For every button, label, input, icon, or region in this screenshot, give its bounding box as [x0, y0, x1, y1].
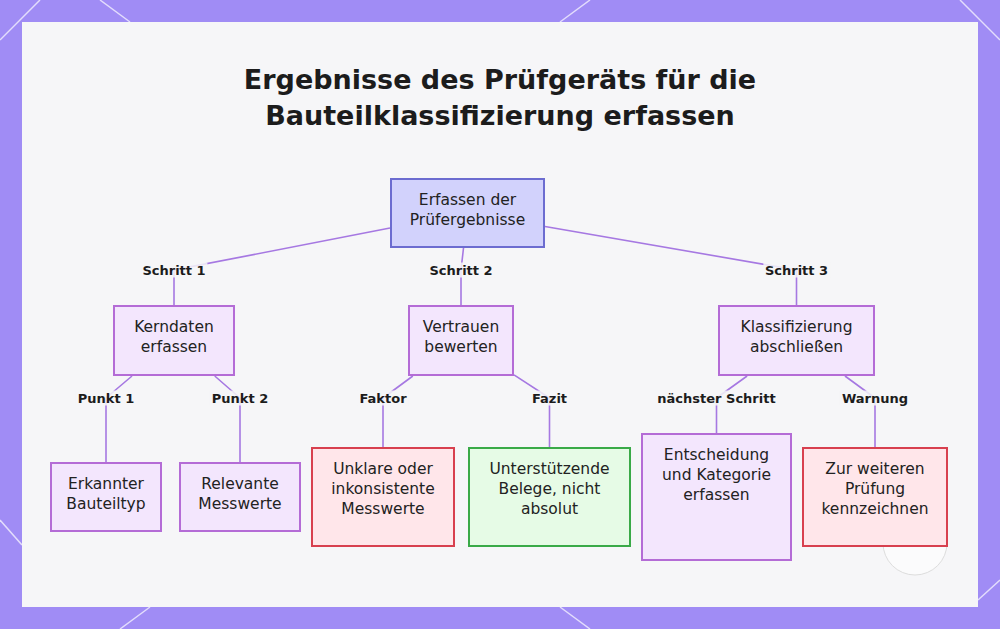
- node-text: Kerndaten erfassen: [123, 317, 225, 357]
- edge-label: Punkt 2: [210, 391, 270, 406]
- edge-label: Punkt 1: [76, 391, 136, 406]
- node-text: Erkannter Bauteiltyp: [60, 474, 152, 514]
- node-text: Vertrauen bewerten: [418, 317, 504, 357]
- warning-box: Unklare oder inkonsistente Messwerte: [311, 447, 455, 547]
- edge-label: nächster Schritt: [655, 391, 777, 406]
- edge-label: Warnung: [840, 391, 910, 406]
- edge-label: Schritt 2: [427, 263, 494, 278]
- edge-label: Faktor: [357, 391, 408, 406]
- edge-label: Schritt 3: [763, 263, 830, 278]
- conclusion-box: Unterstützende Belege, nicht absolut: [468, 447, 631, 547]
- node-text: Zur weiteren Prüfung kennzeichnen: [812, 459, 938, 519]
- connector-line: [383, 376, 413, 447]
- connector-line: [845, 376, 875, 447]
- node-text: Klassifizierung abschließen: [728, 317, 865, 357]
- node-text: Relevante Messwerte: [189, 474, 291, 514]
- step-box: Vertrauen bewerten: [408, 305, 514, 376]
- edge-label: Schritt 1: [140, 263, 207, 278]
- node-text: Erfassen der Prüfergebnisse: [400, 190, 535, 230]
- detail-box: Erkannter Bauteiltyp: [50, 462, 162, 532]
- connector-line: [106, 376, 132, 462]
- step-box: Kerndaten erfassen: [113, 305, 235, 376]
- root-box: Erfassen der Prüfergebnisse: [390, 178, 545, 248]
- warning-box: Zur weiteren Prüfung kennzeichnen: [802, 447, 948, 547]
- step-box: Klassifizierung abschließen: [718, 305, 875, 376]
- connector-line: [215, 376, 240, 462]
- node-text: Unterstützende Belege, nicht absolut: [478, 459, 621, 519]
- diagram-title: Ergebnisse des Prüfgeräts für die Bautei…: [150, 62, 850, 134]
- connector-line: [545, 226, 797, 305]
- detail-box: Entscheidung und Kategorie erfassen: [641, 433, 792, 561]
- edge-label: Fazit: [530, 391, 569, 406]
- connector-line: [514, 375, 550, 447]
- node-text: Entscheidung und Kategorie erfassen: [651, 445, 782, 505]
- node-text: Unklare oder inkonsistente Messwerte: [321, 459, 445, 519]
- detail-box: Relevante Messwerte: [179, 462, 301, 532]
